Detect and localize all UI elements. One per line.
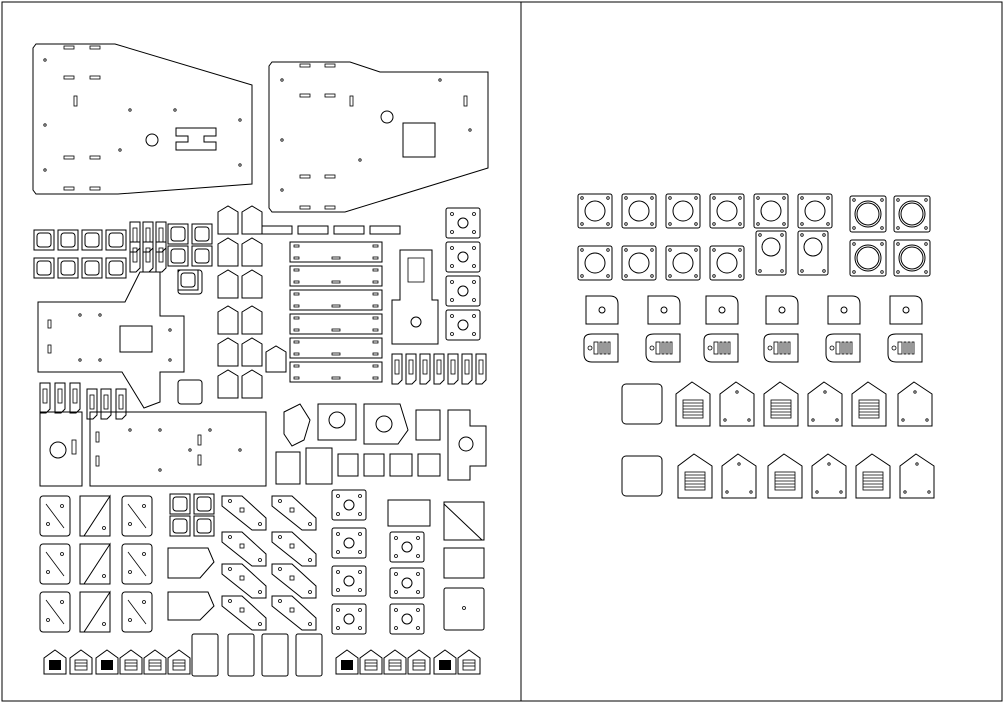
mid-column-plates: [331, 489, 485, 635]
gusset-grid: [39, 495, 153, 633]
slot-bar-stack: [289, 241, 383, 383]
extruder-parts: [275, 403, 487, 485]
right-column-plates: [391, 207, 481, 345]
small-tabs-row: [39, 382, 127, 420]
small-square-column: [169, 493, 215, 537]
clip-row: [391, 353, 487, 385]
x-axis-long-plate: [89, 411, 267, 487]
motor-mount-row-2: [577, 230, 931, 281]
left-cutting-sheet: [32, 43, 489, 677]
bracket-row-1: [585, 295, 923, 325]
y-brackets: [217, 205, 287, 399]
carriage-plate: [37, 271, 185, 409]
bottom-cover-row: [43, 633, 481, 677]
thin-bars: [261, 225, 401, 235]
base-plate-right: [268, 61, 489, 213]
base-plate-left: [32, 43, 253, 195]
motor-mount-row-1: [577, 193, 931, 233]
arm-parts: [167, 495, 317, 631]
right-cutting-sheet: [577, 193, 935, 499]
x-axis-end-plate: [39, 411, 83, 487]
bracket-row-2: [583, 333, 923, 363]
cover-row-1: [621, 381, 933, 427]
cover-row-2: [621, 453, 935, 499]
corner-caps: [177, 269, 203, 405]
standoff-tabs: [129, 221, 167, 273]
square-spacers-top: [33, 223, 213, 291]
